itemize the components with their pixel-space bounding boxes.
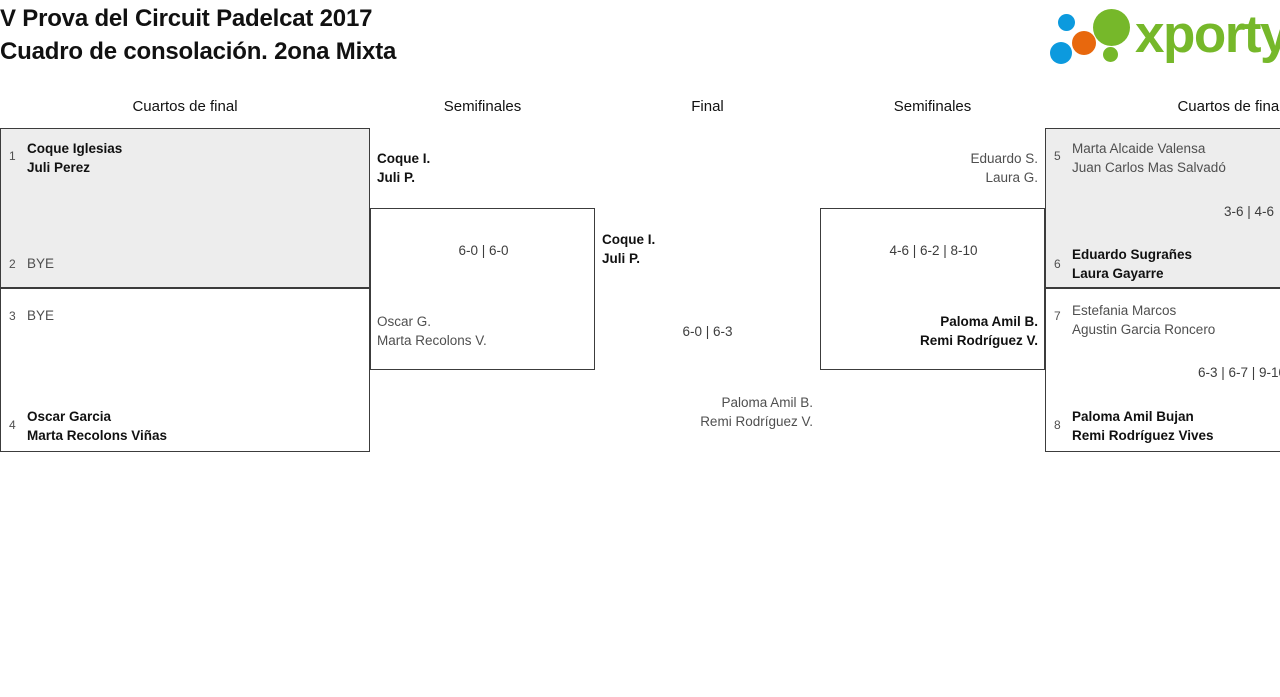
- team-qf-left-1-bottom: BYE: [27, 254, 54, 273]
- round-heading-final: Final: [691, 98, 724, 115]
- logo-dot-green-large: [1093, 9, 1130, 46]
- player-name: BYE: [27, 308, 55, 323]
- player-name: Oscar G.: [377, 314, 432, 329]
- match-box-sf-right[interactable]: 4-6 | 6-2 | 8-10: [820, 208, 1045, 370]
- match-box-sf-left[interactable]: 6-0 | 6-0: [370, 208, 595, 370]
- match-box-qf-left-2[interactable]: 3 BYE 4 Oscar Garcia Marta Recolons Viña…: [0, 288, 370, 452]
- player-name: Marta Recolons Viñas: [27, 428, 168, 443]
- player-name: Laura G.: [985, 170, 1038, 185]
- team-qf-right-1-bottom: Eduardo Sugrañes Laura Gayarre: [1072, 245, 1192, 283]
- title-line-1: V Prova del Circuit Padelcat 2017: [0, 5, 373, 32]
- player-name: Coque I.: [377, 151, 431, 166]
- team-final-bottom: Paloma Amil B. Remi Rodríguez V.: [595, 393, 813, 431]
- logo-wordmark: xporty: [1135, 5, 1280, 64]
- player-name: Eduardo Sugrañes: [1072, 247, 1193, 262]
- team-qf-left-2-bottom: Oscar Garcia Marta Recolons Viñas: [27, 407, 167, 445]
- team-qf-left-1-top: Coque Iglesias Juli Perez: [27, 139, 122, 177]
- score-qf-right-2: 6-3 | 6-7 | 9-10: [1197, 365, 1280, 380]
- round-heading-semifinals-left: Semifinales: [443, 98, 522, 115]
- player-name: Oscar Garcia: [27, 409, 112, 424]
- player-name: BYE: [27, 256, 55, 271]
- player-name: Juli P.: [377, 170, 416, 185]
- player-name: Coque Iglesias: [27, 141, 123, 156]
- player-name: Remi Rodríguez V.: [700, 414, 813, 429]
- team-qf-left-2-top: BYE: [27, 306, 54, 325]
- round-heading-semifinals-right: Semifinales: [893, 98, 972, 115]
- page-header: V Prova del Circuit Padelcat 2017 Cuadro…: [0, 0, 1280, 90]
- logo-dot-green-small: [1103, 47, 1118, 62]
- seed-number: 8: [1054, 418, 1061, 432]
- player-name: Juli Perez: [27, 160, 91, 175]
- seed-number: 5: [1054, 149, 1061, 163]
- team-qf-right-2-bottom: Paloma Amil Bujan Remi Rodríguez Vives: [1072, 407, 1214, 445]
- title-line-2: Cuadro de consolación. 2ona Mixta: [0, 38, 397, 65]
- player-name: Marta Alcaide Valensa: [1072, 141, 1206, 156]
- score-qf-right-1: 3-6 | 4-6: [1223, 204, 1274, 219]
- seed-number: 3: [9, 309, 16, 323]
- match-box-qf-right-2[interactable]: 7 Estefania Marcos Agustin Garcia Roncer…: [1045, 288, 1280, 452]
- team-sf-left-top: Coque I. Juli P.: [377, 149, 430, 187]
- seed-number: 2: [9, 257, 16, 271]
- player-name: Eduardo S.: [970, 151, 1038, 166]
- player-name: Paloma Amil B.: [721, 395, 813, 410]
- player-name: Remi Rodríguez V.: [919, 333, 1038, 348]
- player-name: Estefania Marcos: [1072, 303, 1177, 318]
- team-qf-right-2-top: Estefania Marcos Agustin Garcia Roncero: [1072, 301, 1215, 339]
- seed-number: 6: [1054, 257, 1061, 271]
- player-name: Agustin Garcia Roncero: [1072, 322, 1216, 337]
- logo-dot-blue-large: [1050, 42, 1072, 64]
- team-qf-right-1-top: Marta Alcaide Valensa Juan Carlos Mas Sa…: [1072, 139, 1226, 177]
- seed-number: 4: [9, 418, 16, 432]
- score-sf-right: 4-6 | 6-2 | 8-10: [889, 243, 978, 258]
- player-name: Paloma Amil B.: [940, 314, 1038, 329]
- player-name: Coque I.: [602, 232, 656, 247]
- player-name: Paloma Amil Bujan: [1072, 409, 1194, 424]
- player-name: Remi Rodríguez Vives: [1072, 428, 1214, 443]
- player-name: Juli P.: [602, 251, 641, 266]
- player-name: Juan Carlos Mas Salvadó: [1072, 160, 1226, 175]
- logo-dot-blue-small: [1058, 14, 1075, 31]
- seed-number: 1: [9, 149, 16, 163]
- page-title: V Prova del Circuit Padelcat 2017 Cuadro…: [0, 2, 396, 68]
- score-final: 6-0 | 6-3: [682, 324, 733, 339]
- match-box-qf-right-1[interactable]: 5 Marta Alcaide Valensa Juan Carlos Mas …: [1045, 128, 1280, 288]
- player-name: Laura Gayarre: [1072, 266, 1164, 281]
- round-heading-quarterfinals-left: Cuartos de final: [132, 98, 238, 115]
- player-name: Marta Recolons V.: [377, 333, 487, 348]
- round-heading-quarterfinals-right: Cuartos de final: [1177, 98, 1280, 115]
- logo-dot-orange: [1072, 31, 1096, 55]
- score-sf-left: 6-0 | 6-0: [458, 243, 509, 258]
- logo-dots-icon: [1047, 6, 1143, 64]
- team-sf-left-bottom: Oscar G. Marta Recolons V.: [377, 312, 487, 350]
- team-final-top: Coque I. Juli P.: [602, 230, 655, 268]
- xporty-logo[interactable]: xporty: [1047, 5, 1280, 64]
- team-sf-right-top: Eduardo S. Laura G.: [820, 149, 1038, 187]
- team-sf-right-bottom: Paloma Amil B. Remi Rodríguez V.: [820, 312, 1038, 350]
- seed-number: 7: [1054, 309, 1061, 323]
- match-box-qf-left-1[interactable]: 1 Coque Iglesias Juli Perez 2 BYE: [0, 128, 370, 288]
